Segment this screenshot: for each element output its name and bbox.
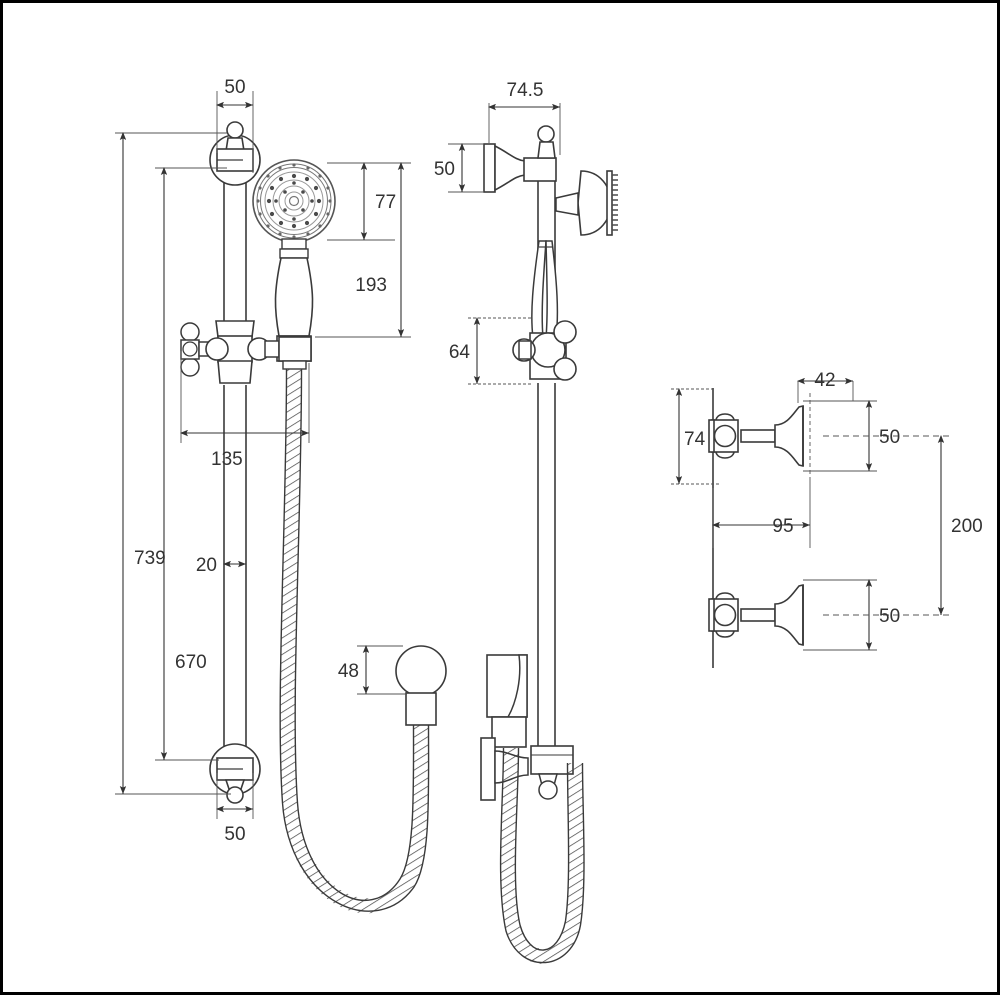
- dimension-label-50-top: 50: [224, 77, 245, 98]
- bottom-wall-bracket-front: [209, 743, 261, 804]
- dimension-50-bottom: 50: [216, 773, 254, 845]
- dimension-label-42: 42: [814, 370, 835, 391]
- dimension-74-5: 74.5: [488, 80, 561, 155]
- dimension-193: 193: [315, 162, 411, 338]
- dimension-50-tap-lower: 50: [803, 579, 943, 651]
- dimension-label-135: 135: [211, 449, 243, 470]
- hose-ball-end-front: [395, 645, 447, 726]
- dimension-label-64: 64: [449, 342, 471, 363]
- dimension-50-top: 50: [216, 77, 254, 173]
- dimension-739: 739: [115, 132, 231, 795]
- dimension-label-50-bottom: 50: [224, 824, 245, 845]
- dimension-135: 135: [180, 351, 310, 470]
- diverter-body-side: [512, 320, 577, 381]
- dimension-50-side: 50: [434, 143, 484, 193]
- dimension-label-670: 670: [175, 652, 207, 673]
- dimension-label-193: 193: [355, 275, 387, 296]
- dimension-label-50-tap-lower: 50: [879, 606, 900, 627]
- dimension-74: 74: [671, 388, 719, 485]
- wall-top-assembly-lower: [708, 584, 804, 646]
- top-wall-bracket-front: [209, 121, 261, 186]
- dimension-label-50-side: 50: [434, 159, 455, 180]
- hose-connector-front: [278, 336, 312, 370]
- hand-shower-head-side: [555, 170, 618, 236]
- dimension-670: 670: [155, 167, 227, 761]
- dimension-64: 64: [449, 317, 533, 385]
- dimension-label-74: 74: [684, 429, 706, 450]
- dimension-50-tap-upper: 50: [803, 400, 943, 472]
- dimension-77: 77: [327, 162, 396, 241]
- front-elevation-shower-rail: 50 77 193 739: [115, 77, 447, 914]
- dimension-label-74-5: 74.5: [507, 80, 544, 101]
- dimension-95: 95: [712, 481, 811, 548]
- dimension-48: 48: [338, 645, 407, 695]
- diverter-body-front: [180, 320, 280, 384]
- hand-shower-handle-side: [531, 240, 559, 339]
- bottom-bracket-side: [530, 745, 574, 800]
- flexible-hose-side: [499, 747, 585, 964]
- dimension-label-20: 20: [196, 555, 217, 576]
- dimension-42: 42: [797, 370, 854, 403]
- flexible-hose-front: [279, 368, 430, 914]
- dimension-label-77: 77: [375, 192, 396, 213]
- dimension-label-200: 200: [951, 516, 983, 537]
- wall-plate-side: [483, 125, 557, 193]
- dimension-label-50-tap-upper: 50: [879, 427, 900, 448]
- dimension-label-48: 48: [338, 661, 359, 682]
- dimension-label-739: 739: [134, 548, 166, 569]
- wall-top-assembly-elevation: 74 42 50 50: [671, 370, 983, 668]
- dimension-label-95: 95: [772, 516, 793, 537]
- hand-shower-head-front: [252, 159, 336, 243]
- side-elevation-shower-rail: 74.5 50 64: [434, 80, 618, 964]
- technical-drawing-canvas: 50 77 193 739: [115, 77, 983, 964]
- dimension-20: 20: [196, 555, 246, 576]
- dimension-200: 200: [903, 435, 983, 616]
- wall-top-assembly-upper: [708, 393, 811, 481]
